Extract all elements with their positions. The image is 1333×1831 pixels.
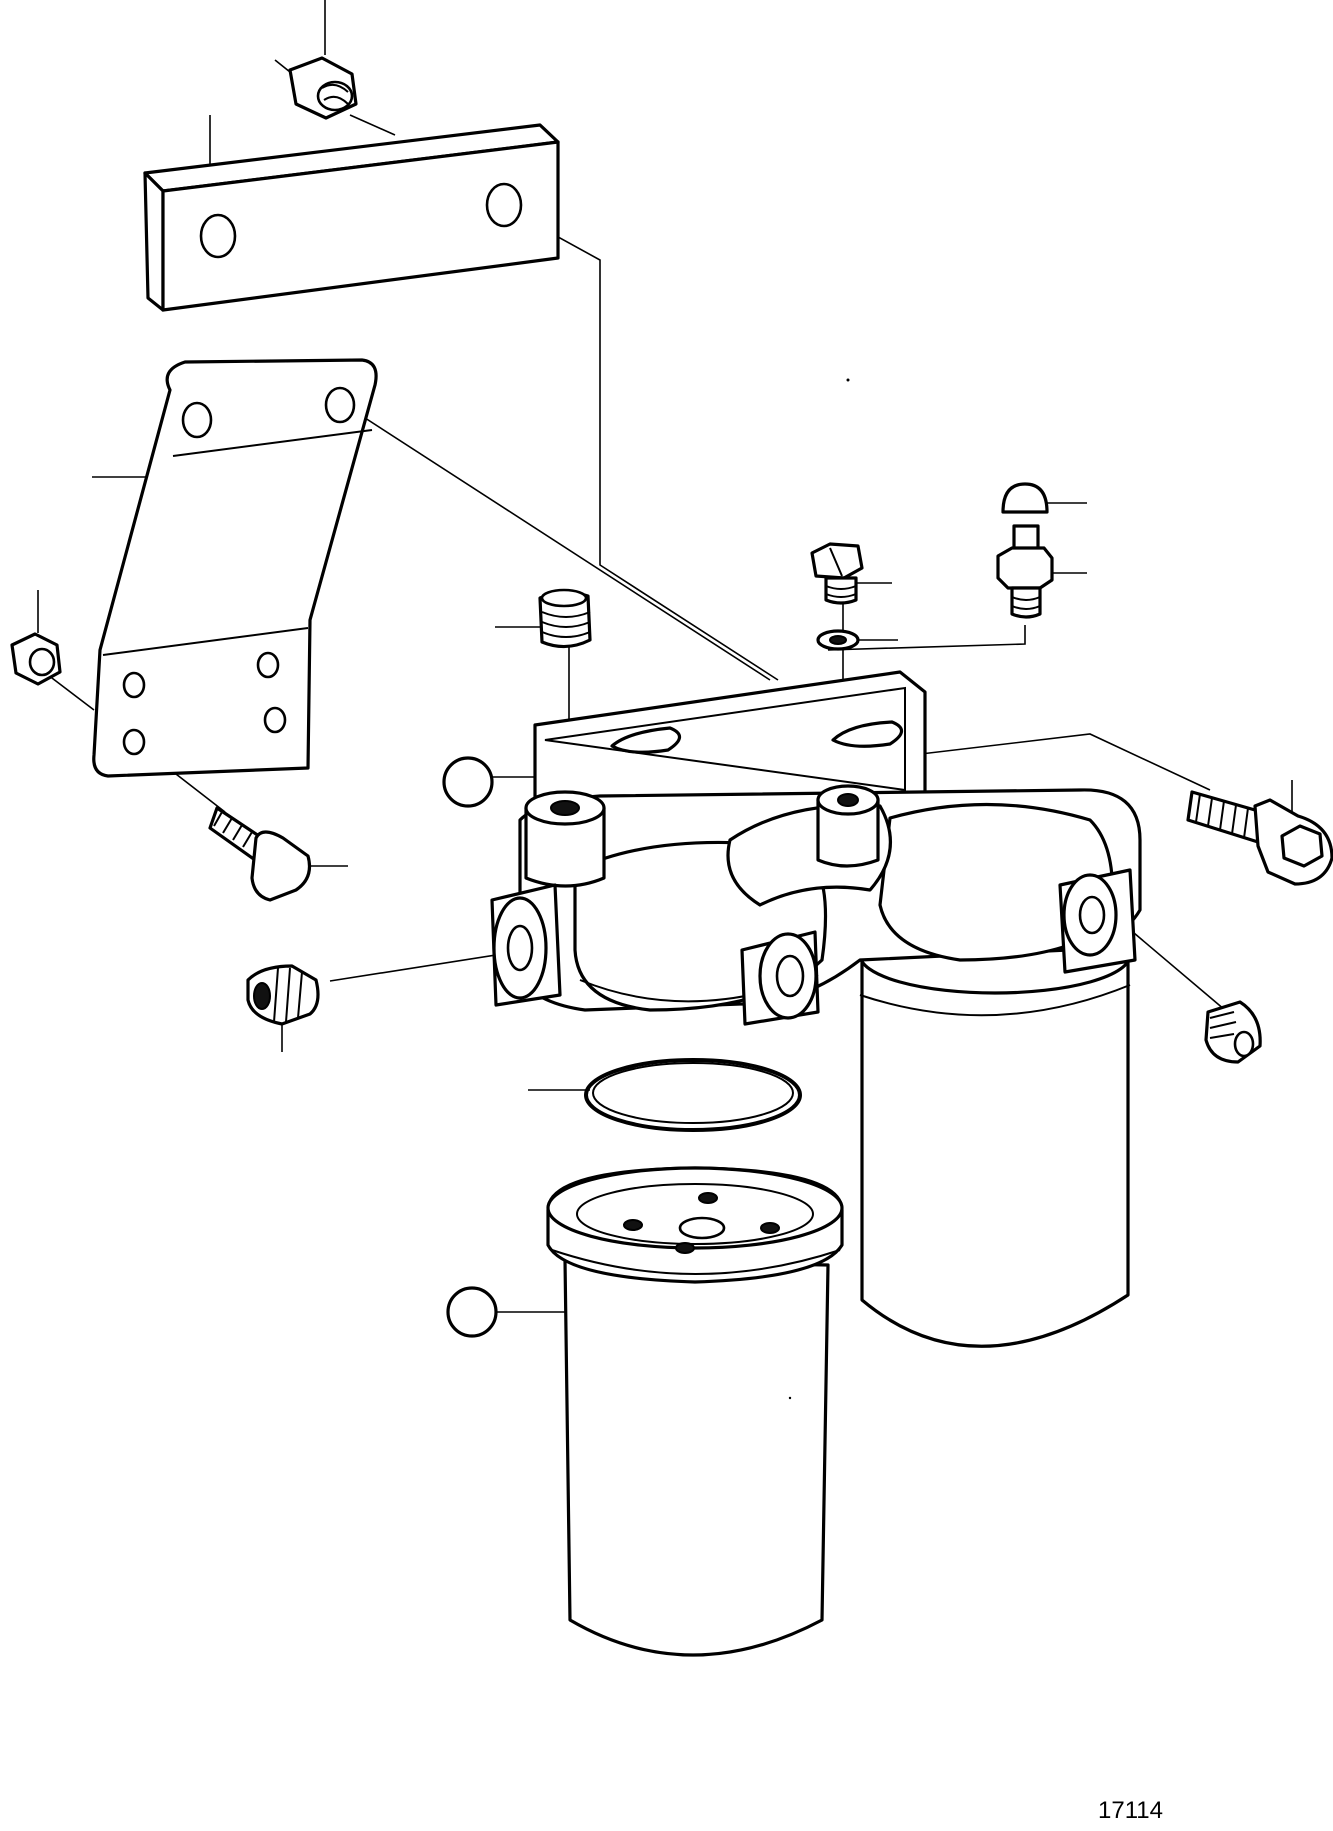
top-plug xyxy=(538,588,592,649)
left-nut-bore xyxy=(28,647,56,677)
o-ring xyxy=(584,1058,802,1132)
filter-housing xyxy=(490,670,1142,1026)
bracket-hole-4 xyxy=(256,651,280,679)
filter-hole-1 xyxy=(623,1219,643,1231)
guide-nipple-to-housing xyxy=(827,625,1026,651)
filter-rim-edge xyxy=(551,1249,841,1275)
installed-filter-seam xyxy=(859,984,1131,1017)
nipple-thread-lines xyxy=(1011,596,1041,610)
side-boss-right-port xyxy=(1078,895,1106,935)
right-bolt-head-hex xyxy=(1280,824,1324,868)
plate-side-face xyxy=(143,171,165,312)
filter-body xyxy=(563,1258,830,1657)
bleed-screw-head xyxy=(810,542,864,580)
right-plug-body xyxy=(1204,1000,1262,1064)
bracket-bend-lower xyxy=(102,627,309,656)
top-plug-threads xyxy=(541,611,591,638)
right-plug-socket xyxy=(1233,1030,1255,1058)
leader-left-nut-b xyxy=(47,674,95,711)
bracket-hole-5 xyxy=(122,728,146,756)
mounting-plate xyxy=(143,123,560,312)
bleed-screw-thread xyxy=(824,576,858,605)
nipple-hex xyxy=(996,546,1054,590)
side-boss-left-port xyxy=(506,924,534,972)
top-plug-socket xyxy=(540,588,588,608)
top-boss-left xyxy=(524,806,606,888)
nipple-with-cap xyxy=(996,482,1054,619)
bleed-screw xyxy=(810,542,864,605)
o-ring-inner xyxy=(592,1062,794,1124)
left-plug-threads xyxy=(273,967,303,1023)
filter-hole-3 xyxy=(760,1222,780,1234)
plate-front-face xyxy=(161,140,560,312)
guide-bracket-to-housing xyxy=(344,404,771,681)
speck-mark xyxy=(846,378,850,382)
installed-filter xyxy=(858,915,1132,1348)
bleed-screw-head-edge xyxy=(829,547,843,577)
figure-number: 17114 xyxy=(1098,1797,1163,1824)
side-boss-center-port xyxy=(775,954,805,998)
reference-circle-filter xyxy=(446,1286,498,1338)
left-lock-nut xyxy=(10,632,62,686)
top-lock-nut xyxy=(288,56,358,120)
top-nut-thread xyxy=(321,83,349,105)
bracket-hole-1 xyxy=(181,401,213,439)
reference-circle-housing xyxy=(442,756,494,808)
washer-bore xyxy=(829,635,847,645)
guide-right-bolt xyxy=(869,733,1211,791)
filter-top-gasket xyxy=(576,1183,814,1245)
left-bolt-head xyxy=(250,830,312,902)
bracket-hole-6 xyxy=(263,706,287,734)
bracket-body xyxy=(92,358,378,778)
top-boss-center-port xyxy=(837,793,859,807)
leader-nut-to-plate xyxy=(349,114,396,136)
left-bolt-thread-lines xyxy=(213,811,253,848)
installed-filter-body xyxy=(860,948,1130,1348)
filter-cartridge xyxy=(546,1166,844,1657)
o-ring-outer xyxy=(584,1058,802,1132)
left-plug-socket xyxy=(253,982,271,1010)
right-mounting-bolt xyxy=(1186,790,1333,886)
top-boss-center xyxy=(816,798,880,868)
right-bolt-thread-lines xyxy=(1195,793,1249,839)
callout-leaders xyxy=(37,0,1293,1313)
flange-slot-left xyxy=(610,726,682,754)
top-boss-left-port xyxy=(550,800,580,816)
right-side-plug xyxy=(1204,1000,1262,1064)
angle-bracket xyxy=(92,358,378,778)
left-bracket-bolt xyxy=(208,806,312,902)
right-plug-threads xyxy=(1209,1011,1237,1039)
plate-hole-left xyxy=(199,213,237,259)
speck-mark xyxy=(788,1396,792,1400)
guide-left-plug xyxy=(329,951,516,982)
plate-hole-right xyxy=(485,182,523,228)
sealing-washer xyxy=(816,629,860,651)
bracket-hole-2 xyxy=(324,386,356,424)
nipple-thread xyxy=(1010,586,1042,619)
bleed-screw-thread-lines xyxy=(825,585,857,598)
filter-hole-4 xyxy=(675,1242,695,1254)
left-side-plug xyxy=(246,964,320,1026)
cap-dome xyxy=(1001,482,1049,514)
bracket-hole-3 xyxy=(122,671,146,699)
flange-slot-right xyxy=(831,720,904,748)
filter-hole-2 xyxy=(698,1192,718,1204)
bracket-bend-upper xyxy=(172,429,373,457)
filter-center-port xyxy=(678,1216,726,1240)
housing-flange-inner xyxy=(544,686,906,792)
